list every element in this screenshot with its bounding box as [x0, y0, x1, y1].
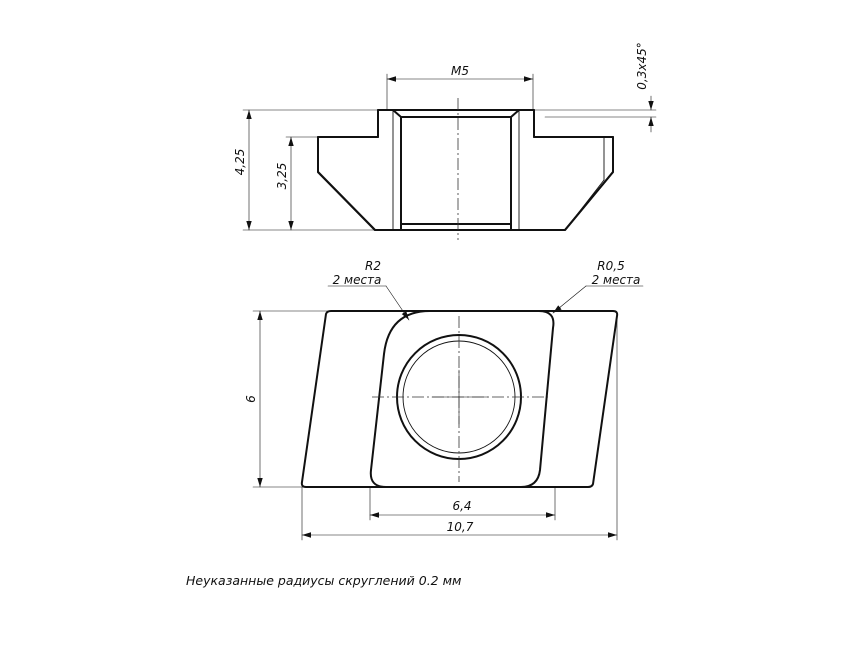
- dim-body-height: 3,25: [275, 163, 289, 190]
- section-left-hatch: [317, 109, 402, 231]
- inner-contour: [369, 310, 555, 488]
- callout-r2-count: 2 места: [333, 273, 382, 287]
- callout-r05-count: 2 места: [592, 273, 641, 287]
- callout-r2: R2: [365, 259, 381, 273]
- callout-r05: R0,5: [597, 259, 624, 273]
- dim-chamfer: 0,3x45°: [635, 42, 649, 89]
- dim-inner-length: 6,4: [452, 499, 471, 513]
- plan-view: 6 6,4 10,7 R2 2 места R0,5 2 места: [244, 259, 644, 541]
- fillet-note: Неуказанные радиусы скруглений 0.2 мм: [186, 573, 461, 588]
- section-view: M5 4,25 3,25 0,3x45°: [233, 42, 657, 240]
- dim-overall-height: 4,25: [233, 149, 247, 176]
- dim-thread: M5: [451, 64, 469, 78]
- dim-overall-length: 10,7: [447, 520, 474, 534]
- outer-contour: [300, 310, 619, 488]
- section-right-hatch: [510, 109, 614, 231]
- dim-width: 6: [244, 395, 258, 403]
